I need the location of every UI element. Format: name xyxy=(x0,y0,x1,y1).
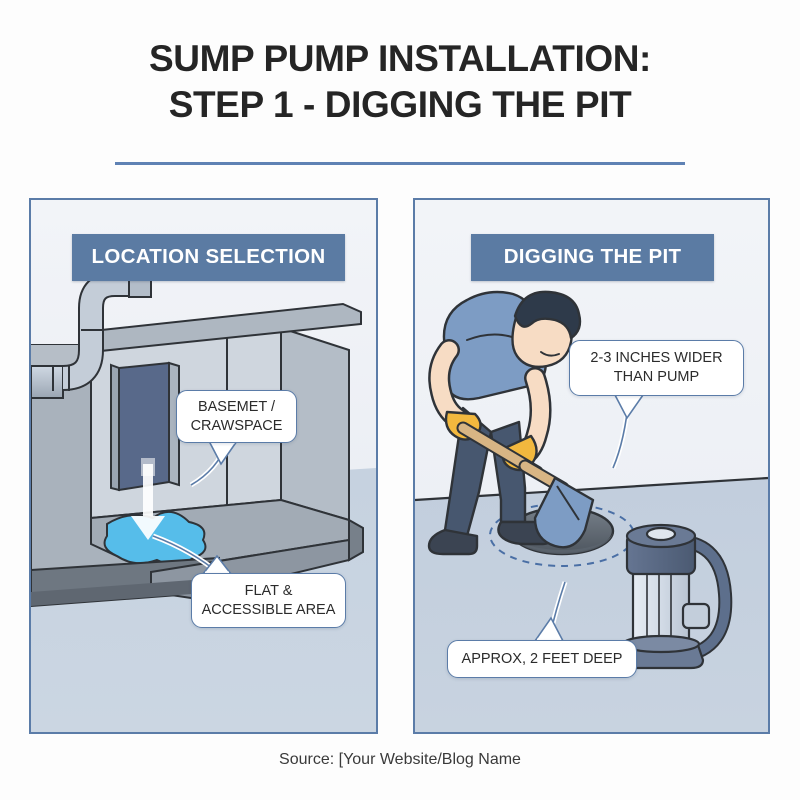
title-line-1: SUMP PUMP INSTALLATION: xyxy=(149,38,651,79)
sump-pump xyxy=(621,523,733,670)
page-title: SUMP PUMP INSTALLATION: STEP 1 - DIGGING… xyxy=(0,36,800,128)
title-line-2: STEP 1 - DIGGING THE PIT xyxy=(168,84,632,125)
callout-basement-crawspace: BASEMET / CRAWSPACE xyxy=(176,390,297,443)
source-caption: Source: [Your Website/Blog Name xyxy=(279,751,521,768)
panel-digging-the-pit: DIGGING THE PIT 2-3 INCHES WIDER THAN PU… xyxy=(413,198,770,734)
callout-width-line2: THAN PUMP xyxy=(613,369,700,385)
callout-flat-line2: ACCESSIBLE AREA xyxy=(201,601,336,618)
panel-location-selection: LOCATION SELECTION BASEMET / CRAWSPACE F… xyxy=(29,198,378,734)
callout-flat-line1: FLAT & xyxy=(244,582,293,599)
badge-digging-the-pit: DIGGING THE PIT xyxy=(471,234,714,281)
callout-width-line1: 2-3 INCHES WIDER xyxy=(590,350,723,366)
down-arrow-icon xyxy=(131,458,165,540)
callout-pit-depth: APPROX, 2 FEET DEEP xyxy=(447,640,637,678)
callout-basement-line2: CRAWSPACE xyxy=(190,417,283,434)
badge-location-selection: LOCATION SELECTION xyxy=(72,234,345,281)
title-divider xyxy=(115,162,685,165)
callout-flat-leader xyxy=(152,533,233,577)
callout-depth-line1: APPROX, 2 FEET DEEP xyxy=(461,650,623,667)
worker-figure xyxy=(427,290,582,556)
shovel xyxy=(456,421,595,549)
callout-flat-accessible: FLAT & ACCESSIBLE AREA xyxy=(191,573,346,628)
callout-basement-line1: BASEMET / xyxy=(197,398,276,415)
callout-pit-width: 2-3 INCHES WIDER THAN PUMP xyxy=(569,340,744,396)
